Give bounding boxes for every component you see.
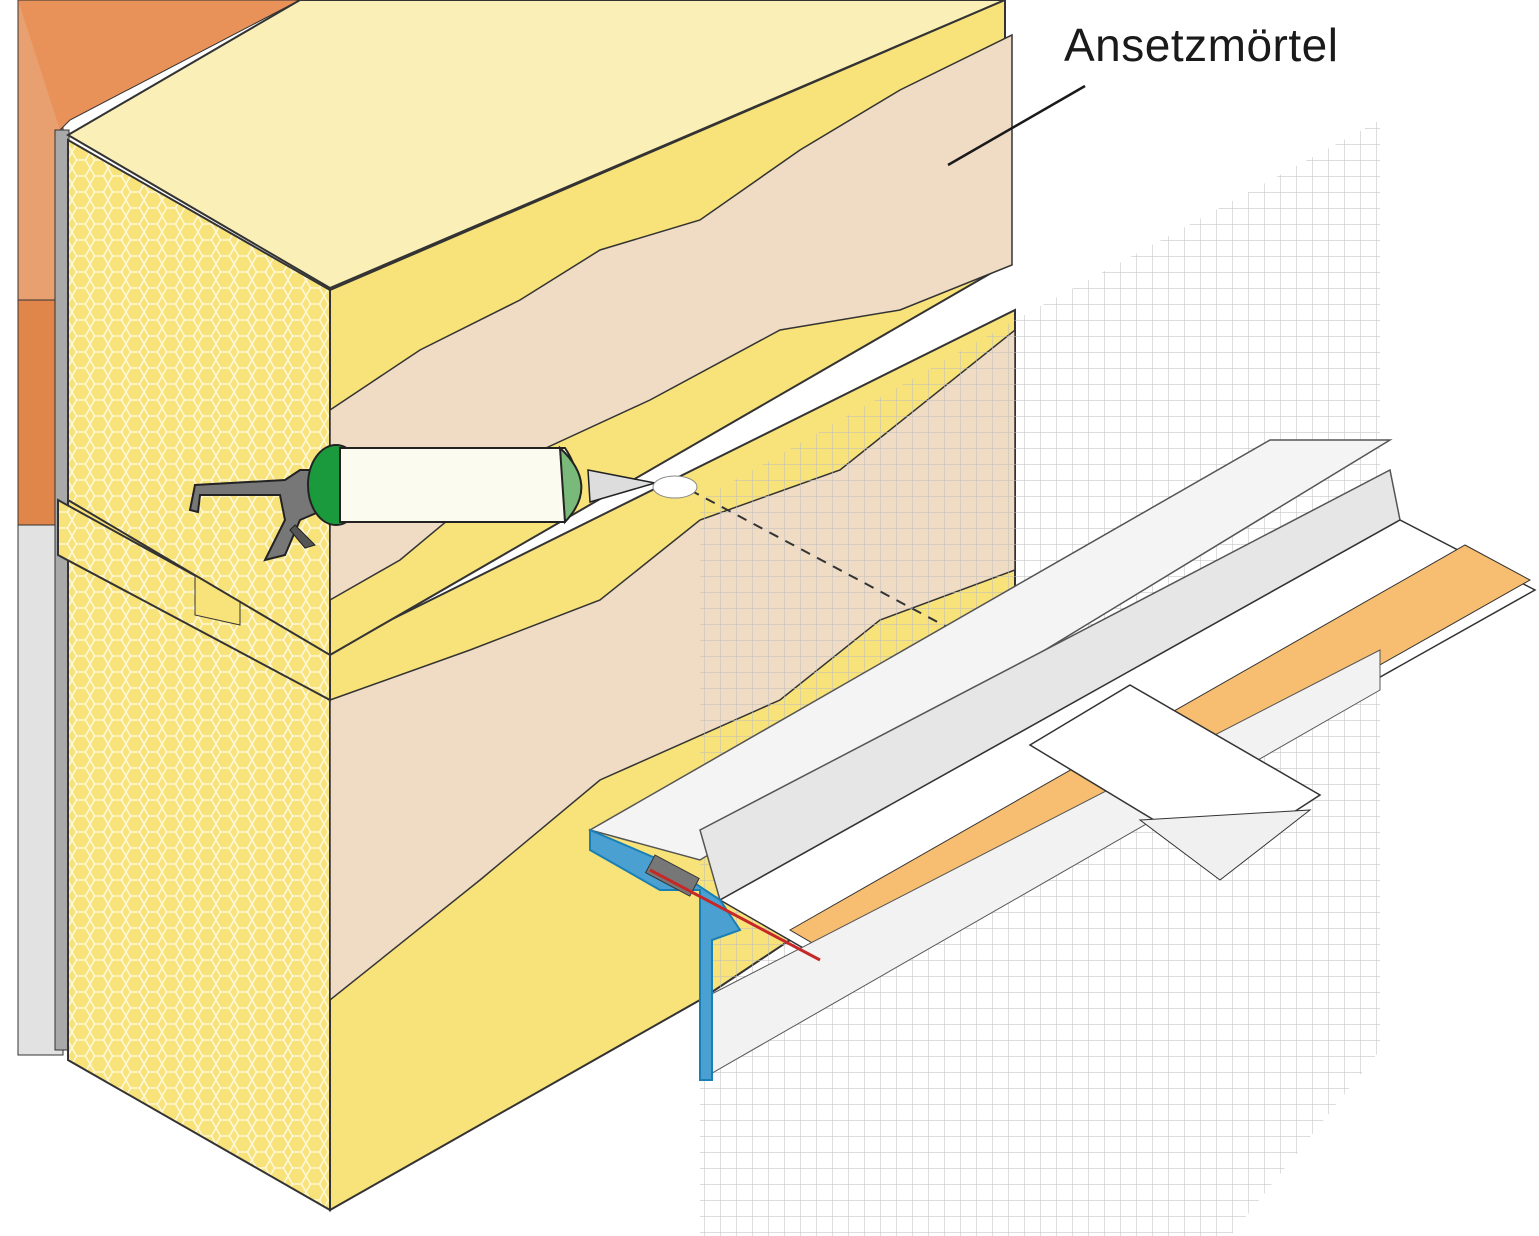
dashed-guide-line bbox=[689, 489, 991, 651]
plinth-profile bbox=[588, 439, 1537, 1081]
caulk-gun-icon bbox=[188, 444, 698, 562]
label-leader-line bbox=[947, 84, 1086, 167]
wood-top bbox=[18, 0, 301, 131]
board-top-face bbox=[66, 0, 1006, 290]
cartridge bbox=[339, 447, 579, 523]
mortar-label: Ansetzmörtel bbox=[1064, 19, 1339, 71]
masonry-wall bbox=[17, 0, 301, 1056]
membrane-strip bbox=[54, 129, 70, 1051]
sealant-bead bbox=[652, 475, 698, 499]
